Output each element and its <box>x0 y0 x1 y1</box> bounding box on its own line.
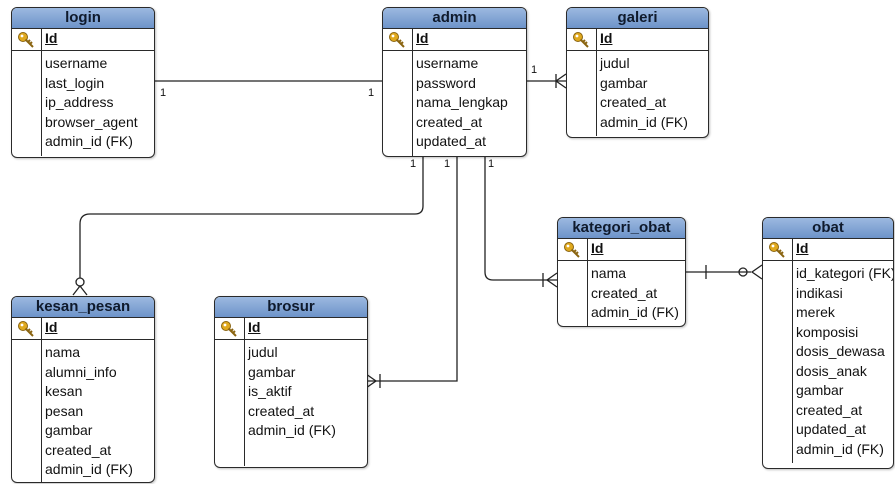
primary-key: Id <box>45 319 58 335</box>
field: nama <box>591 265 627 281</box>
field: updated_at <box>416 133 487 149</box>
field: username <box>45 55 108 71</box>
table-title: kesan_pesan <box>12 297 154 318</box>
field: judul <box>248 344 278 360</box>
field: judul <box>600 55 630 71</box>
field: last_login <box>45 74 105 91</box>
field: pesan <box>45 402 84 419</box>
field: merek <box>796 304 835 320</box>
cardinality-admin-login: 1 <box>368 87 375 99</box>
cardinality-admin-brosur: 1 <box>444 158 451 170</box>
table-obat[interactable]: obat Id id_kategori (FK) indikasi merek … <box>762 217 894 469</box>
key-icon <box>564 242 580 258</box>
primary-key: Id <box>416 30 429 46</box>
crowfoot-kesan <box>72 284 88 296</box>
field: password <box>416 74 476 91</box>
optional-circle-kesan <box>75 277 85 287</box>
primary-key: Id <box>248 319 261 335</box>
key-icon <box>18 321 34 337</box>
field: is_aktif <box>248 383 292 399</box>
primary-key: Id <box>796 240 809 256</box>
field: nama <box>45 344 81 360</box>
table-title: login <box>12 8 154 29</box>
field: created_at <box>591 284 658 301</box>
table-title: galeri <box>567 8 708 29</box>
cardinality-login: 1 <box>160 87 167 99</box>
field: dosis_anak <box>796 362 867 379</box>
primary-key: Id <box>45 30 58 46</box>
primary-key: Id <box>591 240 604 256</box>
table-admin[interactable]: admin Id username password nama_lengkap … <box>382 7 527 157</box>
rel-admin-brosur <box>366 155 458 382</box>
key-icon <box>769 242 785 258</box>
table-title: admin <box>383 8 526 29</box>
rel-admin-kesan <box>79 155 424 278</box>
table-galeri[interactable]: galeri Id judul gambar created_at admin_… <box>566 7 709 138</box>
crowfoot-brosur <box>365 373 381 389</box>
field: created_at <box>796 401 863 418</box>
field: id_kategori (FK) <box>796 265 894 281</box>
field: indikasi <box>796 284 843 301</box>
field: gambar <box>248 363 296 380</box>
field: nama_lengkap <box>416 94 508 110</box>
key-icon <box>221 321 237 337</box>
field: alumni_info <box>45 363 117 380</box>
table-kesan-pesan[interactable]: kesan_pesan Id nama alumni_info kesan pe… <box>11 296 155 483</box>
primary-key: Id <box>600 30 613 46</box>
table-title: brosur <box>215 297 367 318</box>
key-icon <box>18 32 34 48</box>
field: username <box>416 55 479 71</box>
field: updated_at <box>796 421 867 437</box>
key-icon <box>389 32 405 48</box>
field: browser_agent <box>45 113 138 130</box>
table-title: kategori_obat <box>558 218 685 239</box>
field: admin_id (FK) <box>248 422 336 438</box>
crowfoot-kategori <box>542 272 558 288</box>
field: ip_address <box>45 94 114 110</box>
table-brosur[interactable]: brosur Id judul gambar is_aktif created_… <box>214 296 368 468</box>
field: dosis_dewasa <box>796 343 885 359</box>
cardinality-admin-kategori: 1 <box>488 158 495 170</box>
field: komposisi <box>796 323 859 340</box>
field: created_at <box>248 402 315 419</box>
table-kategori-obat[interactable]: kategori_obat Id nama created_at admin_i… <box>557 217 686 327</box>
field: admin_id (FK) <box>45 461 133 477</box>
rel-admin-kategori <box>484 155 557 281</box>
field: created_at <box>600 94 667 110</box>
field: admin_id (FK) <box>45 133 133 149</box>
cardinality-admin-galeri: 1 <box>531 64 538 76</box>
crowfoot-obat <box>750 264 763 280</box>
field: kesan <box>45 383 83 399</box>
crowfoot-galeri <box>554 73 567 89</box>
field: gambar <box>600 74 648 91</box>
field: admin_id (FK) <box>591 304 679 320</box>
cardinality-admin-kesan: 1 <box>410 158 417 170</box>
field: created_at <box>45 441 112 458</box>
field: gambar <box>796 382 844 398</box>
field: admin_id (FK) <box>796 440 884 457</box>
optional-circle-obat <box>738 267 748 277</box>
key-icon <box>573 32 589 48</box>
field: created_at <box>416 113 483 130</box>
field: gambar <box>45 422 93 438</box>
field: admin_id (FK) <box>600 113 688 130</box>
table-title: obat <box>763 218 893 239</box>
table-login[interactable]: login Id username last_login ip_address … <box>11 7 155 158</box>
